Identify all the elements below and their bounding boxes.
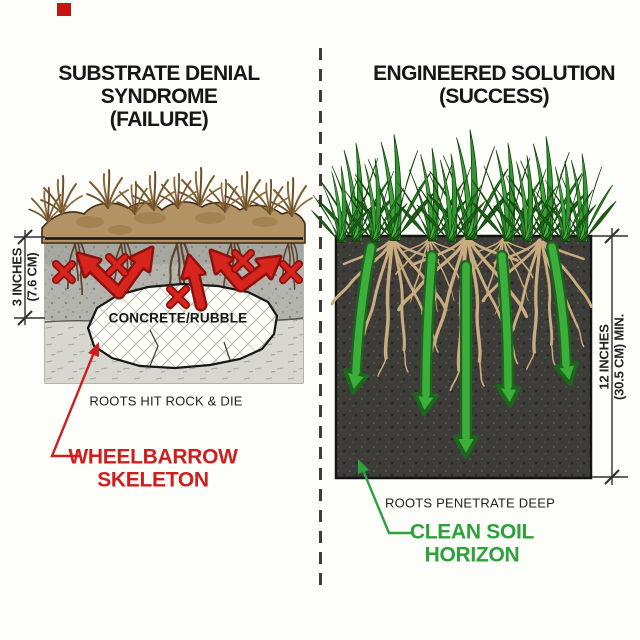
concrete-rock: [86, 282, 279, 370]
success-title-line2: (SUCCESS): [438, 85, 550, 108]
depth-right-line1: 12 INCHES: [596, 324, 612, 390]
dimension-left: [14, 229, 45, 326]
failure-callout-line1: WHEELBARROW: [68, 445, 238, 469]
depth-label-left: 3 INCHES (7.6 CM): [9, 247, 39, 307]
failure-title-line1: SUBSTRATE DENIAL SYNDROME: [58, 62, 260, 108]
depth-label-right: 12 INCHES (30.5 CM) MIN.: [596, 313, 626, 401]
green-arrow-icons: [343, 241, 579, 459]
failure-callout: WHEELBARROW SKELETON: [68, 445, 238, 492]
success-title: ENGINEERED SOLUTION (SUCCESS): [338, 62, 640, 108]
failure-caption: ROOTS HIT ROCK & DIE: [89, 393, 243, 409]
failure-leader-arrow-icon: [50, 342, 99, 458]
depth-left-line2: (7.6 CM): [24, 252, 39, 302]
healthy-grass: [311, 129, 617, 243]
success-title-line1: ENGINEERED SOLUTION: [373, 62, 615, 85]
dimension-right: [592, 228, 628, 485]
success-callout: CLEAN SOIL HORIZON: [409, 520, 535, 567]
success-caption: ROOTS PENETRATE DEEP: [385, 495, 555, 511]
success-callout-line2: HORIZON: [424, 543, 520, 566]
stray-red-mark: [57, 3, 71, 16]
failure-title: SUBSTRATE DENIAL SYNDROME (FAILURE): [7, 62, 311, 131]
success-diagram: [311, 129, 628, 535]
success-callout-line1: CLEAN SOIL: [409, 520, 535, 544]
red-arrow-icons: [75, 245, 283, 312]
dead-turf: [41, 201, 306, 244]
depth-right-line2: (30.5 CM) MIN.: [611, 313, 626, 401]
success-leader-arrow-icon: [358, 459, 414, 535]
failure-title-line2: (FAILURE): [109, 108, 209, 131]
depth-left-line1: 3 INCHES: [9, 247, 25, 307]
failure-callout-line2: SKELETON: [97, 468, 209, 491]
failure-diagram: [14, 167, 313, 458]
rock-label: CONCRETE/RUBBLE: [108, 310, 248, 326]
